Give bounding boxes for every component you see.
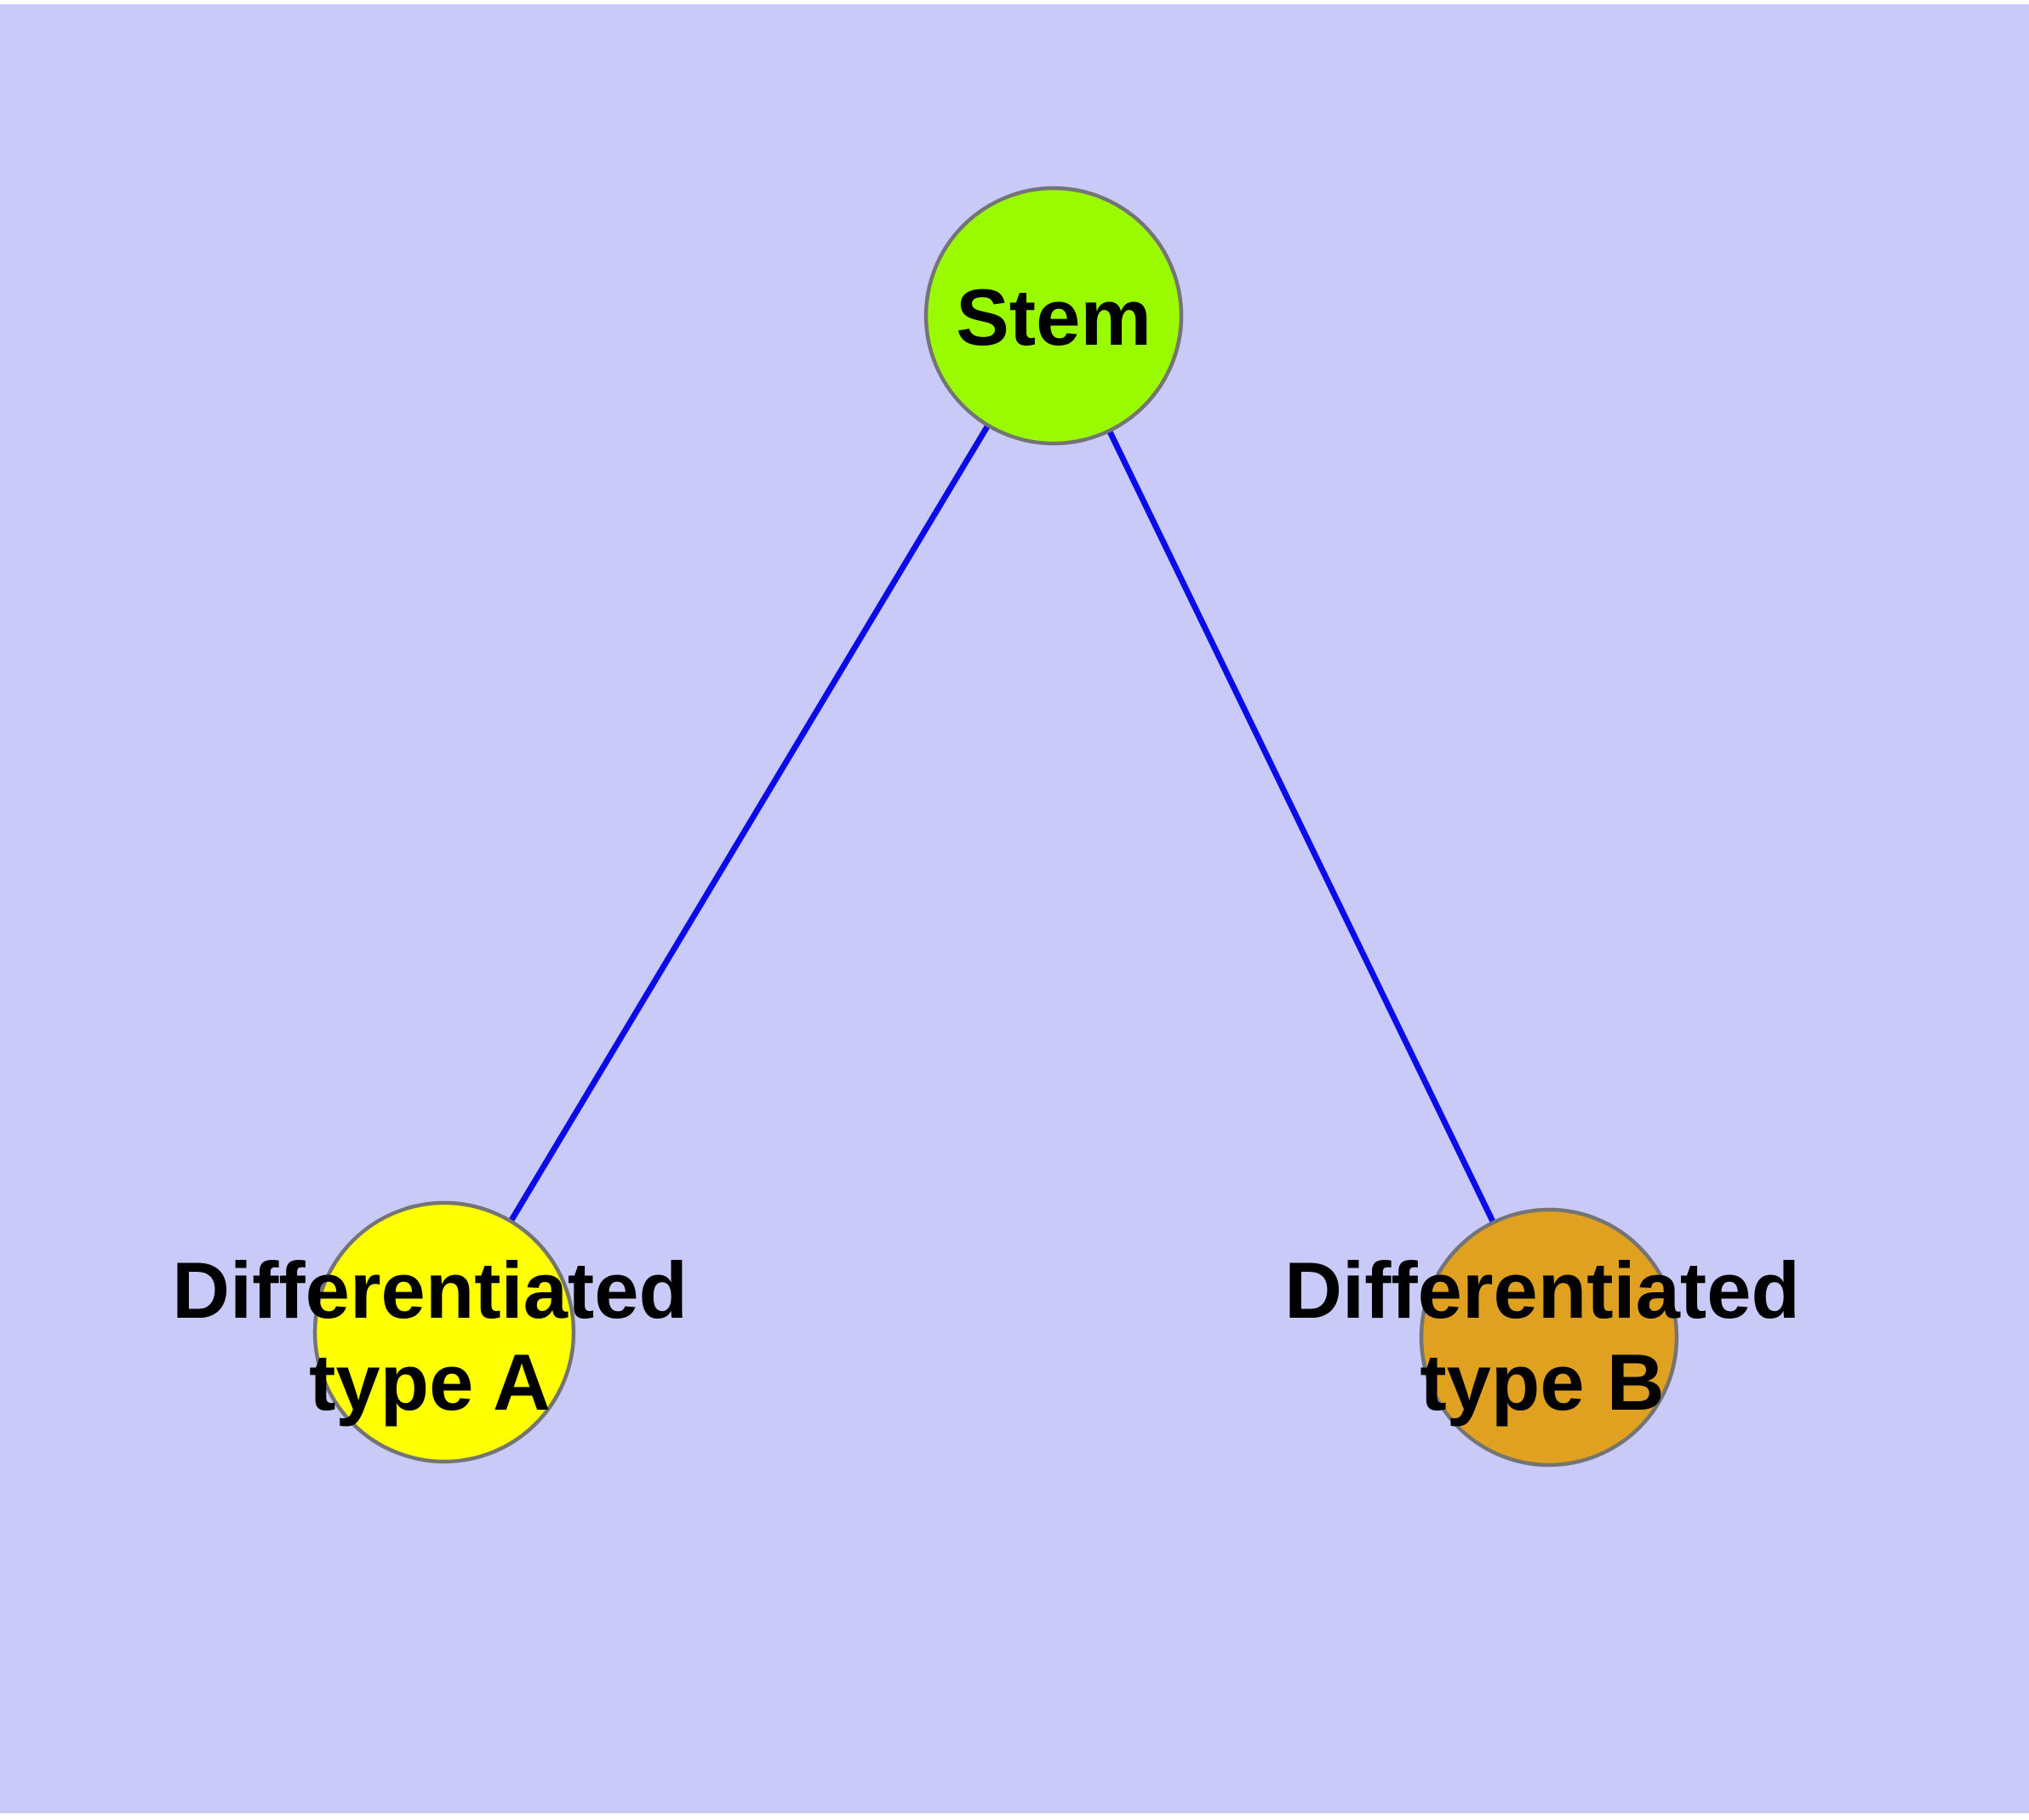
type-b-node-circle (1419, 1207, 1679, 1468)
stem-node-circle (923, 186, 1184, 446)
type-a-label-line-2: type A (309, 1337, 551, 1427)
type-a-node-circle (312, 1200, 576, 1464)
type-b-node-label: Differentiated type B (1284, 1245, 1800, 1428)
type-a-node-label: Differentiated type A (172, 1245, 688, 1428)
stem-node-label: Stem (956, 272, 1152, 362)
edge-stem-to-type-a (441, 314, 1057, 1334)
type-b-label-line-2: type B (1420, 1337, 1665, 1427)
edge-stem-to-type-b (1050, 314, 1552, 1339)
type-b-label-line-1: Differentiated (1284, 1245, 1800, 1335)
type-a-label-line-1: Differentiated (172, 1245, 688, 1335)
